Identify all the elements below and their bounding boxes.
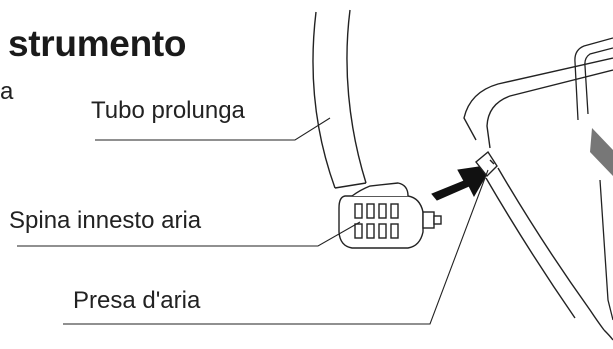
connection-arrow <box>431 164 493 201</box>
leader-lines <box>17 117 489 325</box>
label-spina-innesto-aria: Spina innesto aria <box>9 207 202 234</box>
text-fragment: a <box>0 78 14 105</box>
leader-plug <box>17 221 361 247</box>
page-title: strumento <box>8 23 187 64</box>
label-tubo-prolunga: Tubo prolunga <box>91 97 245 124</box>
extension-tube <box>312 9 367 189</box>
screen-accent-strip <box>590 128 613 176</box>
side-edge <box>599 179 613 321</box>
leader-socket <box>63 169 489 325</box>
leader-tube <box>95 117 331 141</box>
label-presa-aria: Presa d'aria <box>73 287 201 314</box>
air-plug <box>338 182 442 249</box>
instrument-screen <box>574 37 613 121</box>
instrument-body <box>463 57 613 341</box>
